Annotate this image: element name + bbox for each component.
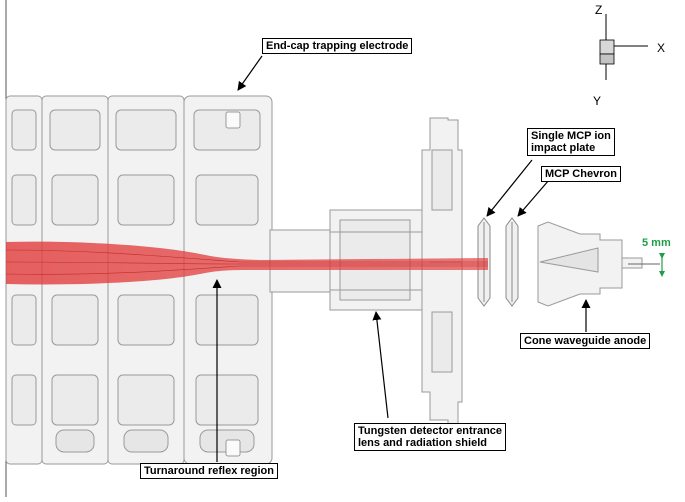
ion-beam xyxy=(5,241,488,285)
label-mcp-chevron: MCP Chevron xyxy=(541,166,621,182)
label-cone-anode-text: Cone waveguide anode xyxy=(524,335,647,347)
arrow-mcp-chevron xyxy=(517,179,550,217)
axis-label-y: Y xyxy=(593,94,601,108)
label-mcp-plate-line2: impact plate xyxy=(531,142,596,154)
electrode-stack xyxy=(5,95,273,465)
scale-bar: 5 mm xyxy=(628,237,671,277)
label-turnaround: Turnaround reflex region xyxy=(140,463,278,479)
label-tungsten-line2: lens and radiation shield xyxy=(358,437,487,449)
electrode-ring-3 xyxy=(107,95,185,465)
endcap-electrode xyxy=(183,95,273,465)
axis-label-x: X xyxy=(657,41,665,55)
label-mcp-chevron-text: MCP Chevron xyxy=(545,168,617,180)
label-endcap: End-cap trapping electrode xyxy=(262,38,413,54)
axis-triad: Z X Y xyxy=(593,3,665,108)
label-mcp-plate: Single MCP ion impact plate xyxy=(527,128,615,156)
axis-label-z: Z xyxy=(595,3,602,17)
label-cone-anode: Cone waveguide anode xyxy=(520,333,651,349)
label-tungsten: Tungsten detector entrance lens and radi… xyxy=(354,423,507,451)
scale-bar-label: 5 mm xyxy=(642,237,671,249)
beam-envelope xyxy=(6,241,488,285)
cone-anode xyxy=(537,221,643,307)
tungsten-flange xyxy=(421,117,463,433)
label-turnaround-text: Turnaround reflex region xyxy=(144,465,274,477)
label-tungsten-line1: Tungsten detector entrance xyxy=(358,425,503,437)
mcp-chevron xyxy=(505,217,519,307)
label-endcap-text: End-cap trapping electrode xyxy=(266,40,409,52)
arrow-tungsten xyxy=(372,311,389,419)
arrow-mcp-plate xyxy=(486,159,533,217)
label-mcp-plate-line1: Single MCP ion xyxy=(531,130,611,142)
arrow-endcap xyxy=(237,55,263,91)
